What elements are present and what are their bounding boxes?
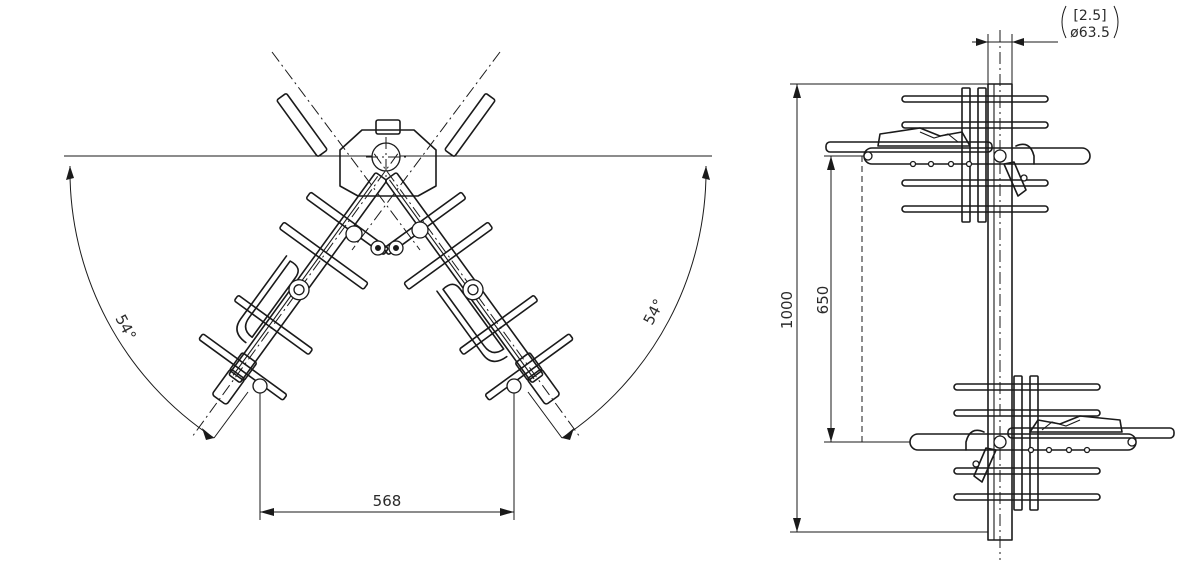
height-total-label: 1000 [778, 291, 796, 329]
pipe-wall-label: [2.5] [1073, 8, 1106, 24]
width-dimension-label: 568 [373, 492, 402, 510]
width-arrow-left [260, 508, 274, 516]
arm-extension-right [351, 51, 501, 251]
upper-rack [825, 87, 1091, 223]
pipe-diameter-label: ø63.5 [1070, 25, 1110, 41]
angle-arrow-left-top [66, 166, 74, 180]
pivot-clamps [345, 221, 429, 256]
arm-extension-left [271, 51, 421, 251]
angle-label-left: 54° [111, 311, 139, 343]
angle-arrow-right-top [702, 166, 710, 180]
post-tube [987, 83, 1013, 541]
angle-arc-right [561, 165, 707, 439]
angle-arc-left [69, 165, 215, 439]
arm-right [331, 122, 623, 469]
side-view: [2.5] ø63.5 1000 650 [778, 5, 1175, 560]
lower-rack [909, 375, 1175, 511]
top-view: 54° 54° 568 [64, 51, 712, 520]
callout-bracket-left [1061, 5, 1067, 39]
arm-end-right [506, 378, 522, 394]
angle-leader-left [213, 391, 249, 439]
arm-end-left [252, 378, 268, 394]
angle-arrow-right [562, 428, 574, 440]
width-arrow-right [500, 508, 514, 516]
angle-leader-right [527, 391, 563, 439]
height-lower-label: 650 [814, 286, 832, 315]
angle-arrow-left [202, 428, 214, 440]
arm-left [149, 122, 441, 469]
callout-bracket-right [1113, 5, 1119, 39]
angle-label-right: 54° [640, 296, 668, 328]
central-post-mount [339, 119, 437, 197]
